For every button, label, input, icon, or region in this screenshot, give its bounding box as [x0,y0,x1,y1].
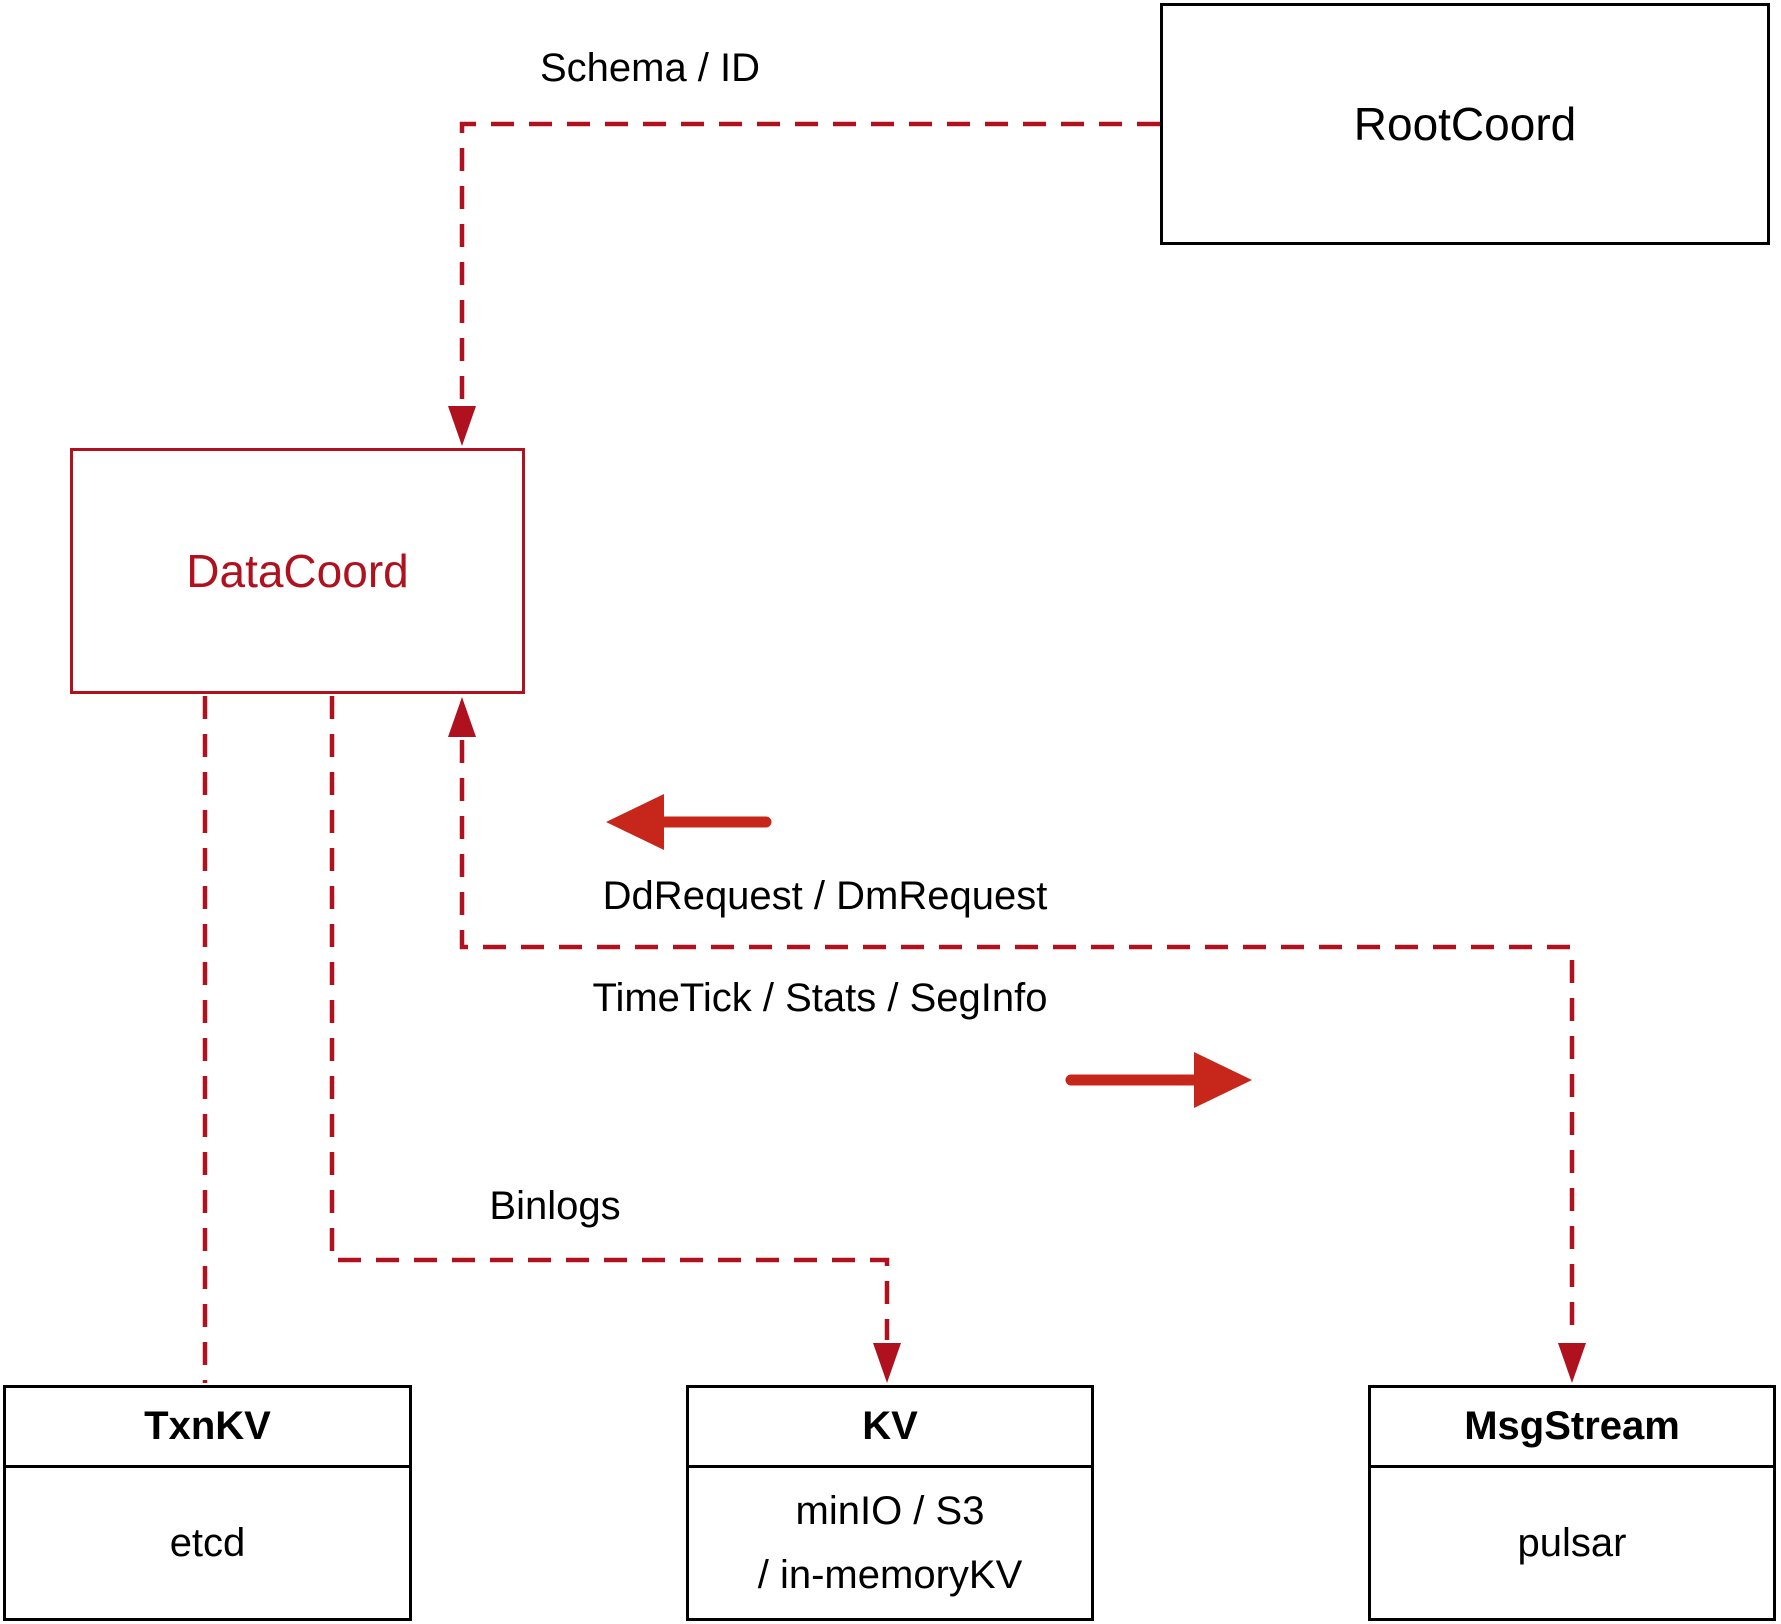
arrow-right-solid [1065,1052,1252,1108]
rootcoord-label: RootCoord [1353,98,1577,150]
kv-body-line1: minIO / S3 [795,1489,985,1533]
arrowhead-up-datacoord [448,697,476,737]
node-kv: KV minIO / S3 / in-memoryKV [686,1385,1094,1621]
label-dd-request: DdRequest / DmRequest [602,874,1048,918]
kv-title: KV [689,1388,1091,1468]
node-rootcoord: RootCoord [1160,3,1770,245]
arrowhead-down-datacoord [448,406,476,446]
label-binlogs: Binlogs [489,1184,621,1228]
arrow-left-solid [606,794,772,850]
node-msgstream: MsgStream pulsar [1368,1385,1776,1621]
txnkv-title: TxnKV [6,1388,409,1468]
datacoord-label: DataCoord [186,545,409,597]
kv-body-line2: / in-memoryKV [757,1553,1023,1597]
node-txnkv: TxnKV etcd [3,1385,412,1621]
node-datacoord: DataCoord [70,448,525,694]
arrowhead-down-kv [873,1343,901,1383]
msgstream-body: pulsar [1517,1521,1627,1565]
arrowhead-down-msgstream [1558,1343,1586,1383]
edge-datacoord-msgstream [448,697,1586,1383]
edge-schema-id [448,121,1160,446]
label-timetick: TimeTick / Stats / SegInfo [592,976,1048,1020]
edge-binlogs [329,696,901,1383]
txnkv-body: etcd [169,1521,246,1565]
msgstream-title: MsgStream [1371,1388,1773,1468]
label-schema-id: Schema / ID [539,46,761,90]
